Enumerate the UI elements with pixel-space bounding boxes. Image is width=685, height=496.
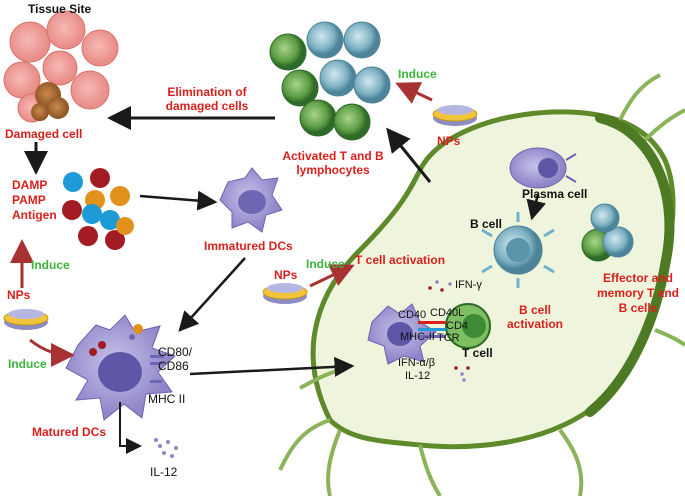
induce-mid-label: Induce — [306, 257, 345, 271]
nps-left-label: NPs — [7, 288, 31, 302]
pamp-label: PAMP — [12, 193, 46, 207]
damp-label: DAMP — [12, 178, 48, 192]
activated-label-1: Activated T and B — [282, 149, 384, 163]
b-cell-icon — [481, 212, 555, 288]
immature-dc-icon — [219, 167, 283, 233]
antigen-molecules-icon — [62, 168, 134, 250]
il12-bottom-label: IL-12 — [150, 465, 178, 479]
induce-bottom-label: Induce — [8, 357, 47, 371]
lymph-node — [278, 73, 685, 496]
mhc2-inner-label: MHC-II — [400, 331, 435, 343]
b-cell-label: B cell — [470, 217, 503, 231]
memory-cells-icon — [581, 203, 634, 262]
tissue-site-label: Tissue Site — [28, 2, 92, 16]
nanoparticle-top-icon — [432, 105, 478, 126]
elimination-label-2: damaged cells — [165, 99, 249, 113]
tcr-label: TCR — [437, 332, 460, 344]
immune-synapse-icon — [367, 280, 491, 382]
nanoparticle-mid-icon — [262, 283, 308, 304]
induce-left-label: Induce — [31, 258, 70, 272]
arrows — [9, 82, 546, 454]
cd40-label: CD40 — [398, 309, 427, 321]
cd40l-label: CD40L — [430, 307, 465, 319]
ifn-gamma-label: IFN-γ — [455, 279, 482, 291]
cd80-label: CD80/ — [158, 345, 193, 359]
plasma-cell-label: Plasma cell — [522, 187, 588, 201]
mature-dc-icon — [65, 314, 176, 421]
immatured-dcs-label: Immatured DCs — [204, 239, 293, 253]
induce-top-label: Induce — [398, 67, 437, 81]
damaged-cells-icon — [3, 10, 119, 123]
t-cell-label: T cell — [462, 346, 493, 360]
mhc2-left-label: MHC II — [148, 392, 186, 406]
il12-inner-label: IL-12 — [405, 370, 431, 382]
activated-label-2: lymphocytes — [296, 163, 370, 177]
matured-dcs-label: Matured DCs — [32, 425, 107, 439]
antigen-label: Antigen — [12, 208, 57, 222]
cd4-label: CD4 — [446, 320, 469, 332]
effector-label-2: memory T and — [596, 286, 680, 300]
b-activation-label-2: activation — [506, 317, 563, 331]
plasma-cell-icon — [509, 147, 577, 189]
ifn-ab-label: IFN-α/β — [398, 357, 436, 369]
nanoparticle-left-icon — [3, 309, 49, 330]
b-activation-label-1: B cell — [518, 303, 551, 317]
elimination-label-1: Elimination of — [167, 85, 247, 99]
cd86-label: CD86 — [158, 359, 189, 373]
nps-top-label: NPs — [437, 134, 461, 148]
t-activation-label: T cell activation — [355, 253, 446, 267]
effector-label-3: B cells — [618, 301, 658, 315]
damaged-cell-label: Damaged cell — [5, 127, 83, 141]
effector-label-1: Effector and — [602, 271, 673, 285]
nps-mid-label: NPs — [274, 268, 298, 282]
cytokine-dots-icon — [154, 438, 178, 458]
activated-lymphocytes-icon — [269, 21, 391, 141]
